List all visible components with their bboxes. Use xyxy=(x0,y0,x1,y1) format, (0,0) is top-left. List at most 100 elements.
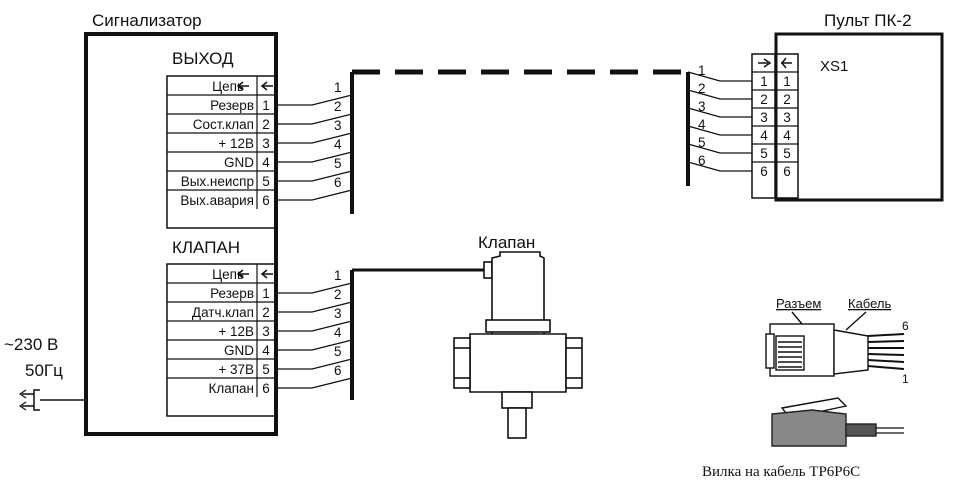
xs1-pin-right: 5 xyxy=(783,146,791,161)
socket-pin-icon xyxy=(781,57,792,69)
out-row-label: Цепь xyxy=(212,79,244,94)
valve-row-label: Клапан xyxy=(208,381,254,396)
panel-wire xyxy=(687,143,752,154)
plug-cable-label: Кабель xyxy=(848,296,891,311)
valve-pin-arrow-icon xyxy=(260,269,273,279)
valve-row-label: + 37В xyxy=(218,362,254,377)
wire xyxy=(276,132,353,144)
plug-caption: Вилка на кабель ТР6Р6С xyxy=(702,464,860,480)
out-row-label: Вых.неиспр xyxy=(181,174,254,189)
valve-row-label: Резерв xyxy=(210,286,254,301)
rj12-plug-side-icon xyxy=(771,397,904,447)
out-block-title: ВЫХОД xyxy=(172,49,234,68)
valve-row-label: Датч.клап xyxy=(192,305,254,320)
signalizer-title: Сигнализатор xyxy=(92,11,202,30)
valve-row-label: Цепь xyxy=(212,267,244,282)
panel-wire-number: 1 xyxy=(698,63,706,78)
connector-label: XS1 xyxy=(820,58,848,75)
valve-pin-number: 6 xyxy=(262,381,270,396)
valve-circuit-arrow-icon xyxy=(236,269,249,279)
wire-number: 2 xyxy=(334,287,342,302)
xs1-pin-left: 3 xyxy=(760,110,768,125)
wire-number: 5 xyxy=(334,344,342,359)
panel-wire xyxy=(687,71,752,82)
valve-pin-number: 3 xyxy=(262,324,270,339)
plug-socket-label: Разъем xyxy=(776,296,821,311)
power-plug-icon xyxy=(18,389,86,411)
out-row-label: Резерв xyxy=(210,98,254,113)
panel-wire-number: 5 xyxy=(698,135,706,150)
power-frequency: 50Гц xyxy=(25,361,63,380)
wire xyxy=(276,320,353,332)
wire-number: 3 xyxy=(334,306,342,321)
valve-pin-number: 5 xyxy=(262,362,270,377)
wire xyxy=(276,339,353,351)
xs1-pin-left: 6 xyxy=(760,164,768,179)
valve-row-label: GND xyxy=(224,343,254,358)
wire xyxy=(276,113,353,125)
xs1-pin-left: 5 xyxy=(760,146,768,161)
panel-wire-number: 4 xyxy=(698,117,706,132)
wire-number: 6 xyxy=(334,175,342,190)
out-circuit-arrow-icon xyxy=(236,81,249,91)
panel-wire-number: 6 xyxy=(698,153,706,168)
wire xyxy=(276,170,353,182)
panel-title: Пульт ПК-2 xyxy=(824,11,912,30)
wire xyxy=(276,377,353,389)
wire xyxy=(276,94,353,106)
out-row-label: GND xyxy=(224,155,254,170)
panel-wire xyxy=(687,107,752,118)
panel-wire xyxy=(687,89,752,100)
xs1-pin-left: 4 xyxy=(760,128,768,143)
wire-number: 5 xyxy=(334,156,342,171)
out-pin-number: 5 xyxy=(262,174,270,189)
arrow-right-icon xyxy=(758,58,772,68)
panel-body xyxy=(774,32,944,202)
solenoid-valve-icon xyxy=(453,251,583,439)
xs1-pin-right: 1 xyxy=(783,74,791,89)
valve-pin-number: 1 xyxy=(262,286,270,301)
valve-pin-number: 2 xyxy=(262,305,270,320)
out-row-label: Вых.авария xyxy=(180,193,254,208)
valve-pin-number: 4 xyxy=(262,343,270,358)
wire-number: 4 xyxy=(334,325,342,340)
power-voltage: ~230 В xyxy=(4,335,58,354)
signalizer-body xyxy=(84,32,278,436)
xs1-pin-left: 2 xyxy=(760,92,768,107)
valve-row-label: + 12В xyxy=(218,324,254,339)
out-pin-arrow-icon xyxy=(260,81,273,91)
wire-number: 3 xyxy=(334,118,342,133)
out-pin-number: 4 xyxy=(262,155,270,170)
xs1-pin-right: 2 xyxy=(783,92,791,107)
wire xyxy=(276,358,353,370)
out-pin-number: 6 xyxy=(262,193,270,208)
wire xyxy=(276,189,353,201)
out-pin-number: 2 xyxy=(262,117,270,132)
out-row-label: Сост.клап xyxy=(193,117,254,132)
panel-wire-number: 3 xyxy=(698,99,706,114)
wire-number: 2 xyxy=(334,99,342,114)
valve-cable-bundle xyxy=(350,268,486,400)
valve-cable-wires: 1 2 3 4 5 6 xyxy=(276,268,353,389)
wire-number: 1 xyxy=(334,80,342,95)
out-row-label: + 12В xyxy=(218,136,254,151)
plug-pin-first: 1 xyxy=(902,372,909,386)
xs1-pin-right: 3 xyxy=(783,110,791,125)
output-cable-bundle xyxy=(350,69,688,214)
plug-pin-last: 6 xyxy=(902,319,909,333)
rj12-plug-top-icon xyxy=(765,311,905,377)
wire xyxy=(276,301,353,313)
wire-number: 4 xyxy=(334,137,342,152)
panel-wire xyxy=(687,161,752,172)
wire xyxy=(276,282,353,294)
wire xyxy=(276,151,353,163)
output-cable-wires: 1 2 3 4 5 6 xyxy=(276,80,353,201)
valve-label: Клапан xyxy=(478,233,535,252)
wire-number: 1 xyxy=(334,268,342,283)
xs1-pin-right: 6 xyxy=(783,164,791,179)
wire-number: 6 xyxy=(334,363,342,378)
out-pin-number: 3 xyxy=(262,136,270,151)
valve-block-title: КЛАПАН xyxy=(172,238,240,257)
